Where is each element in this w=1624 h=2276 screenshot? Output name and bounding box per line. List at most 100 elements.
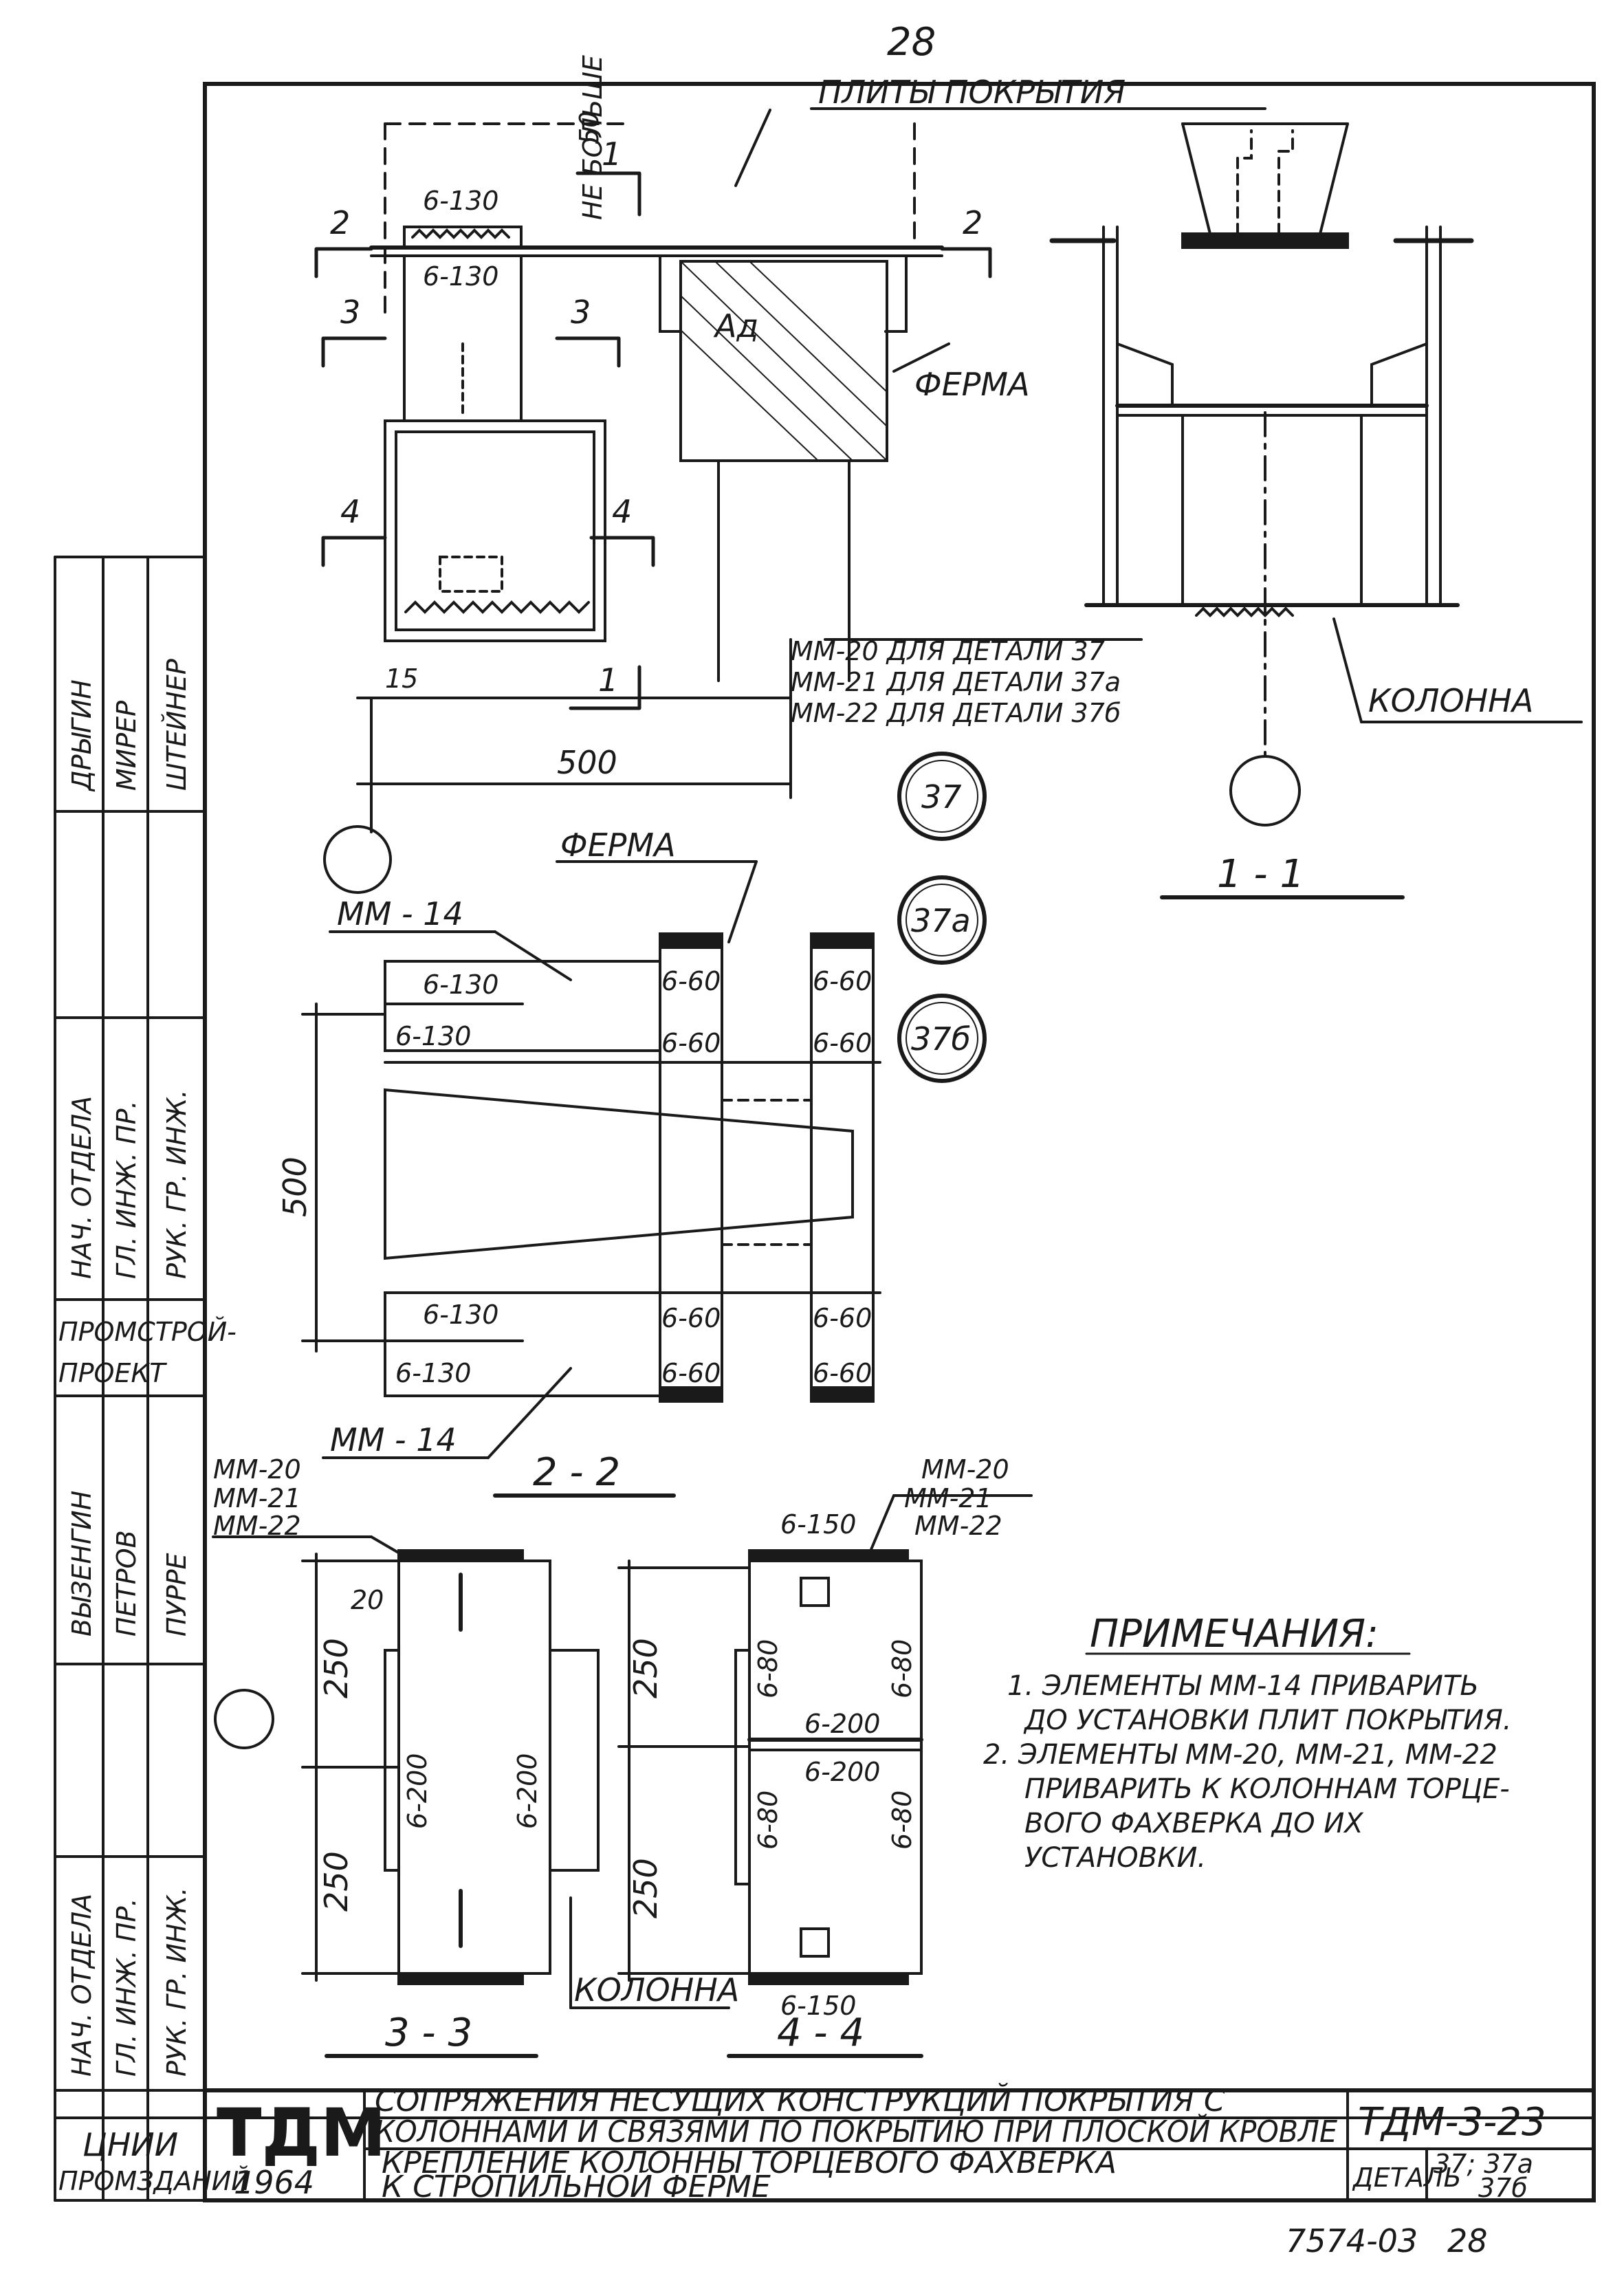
section-3-3-title: 3 - 3 bbox=[385, 2011, 472, 2055]
weld-6-60-b: 6-60 bbox=[813, 966, 872, 996]
mm20-note: ММ-20 ДЛЯ ДЕТАЛИ 37 bbox=[791, 636, 1105, 666]
detail-circle-37 bbox=[897, 752, 987, 841]
sheet-code-bottom-2: 28 bbox=[1447, 2222, 1488, 2259]
section-3-3 bbox=[212, 1535, 600, 2058]
weld-6-130-under: 6-130 bbox=[423, 261, 498, 292]
mm22-4-4: ММ-22 bbox=[914, 1511, 1002, 1541]
notes-title: ПРИМЕЧАНИЯ: bbox=[1090, 1612, 1379, 1656]
weld-6-200-3-3-b: 6-200 bbox=[512, 1753, 542, 1829]
dim-500-2-2: 500 bbox=[276, 1157, 314, 1217]
sheet-code-bottom: 7574-03 bbox=[1286, 2222, 1418, 2259]
weld-6-130-2-2-c: 6-130 bbox=[423, 1300, 498, 1330]
note-line-5: ВОГО ФАХВЕРКА ДО ИХ bbox=[1024, 1808, 1364, 1839]
dim-15: 15 bbox=[385, 664, 418, 694]
tb-subtitle-2: К СТРОПИЛЬНОЙ ФЕРМЕ bbox=[382, 2168, 771, 2204]
detail-mark-37: 37 bbox=[921, 778, 962, 816]
truss-label-2-2: ФЕРМА bbox=[560, 827, 676, 864]
cut-1-bottom: 1 bbox=[598, 661, 618, 699]
cut-2-left: 2 bbox=[330, 204, 350, 241]
note-line-6: УСТАНОВКИ. bbox=[1024, 1842, 1206, 1874]
mm20-4-4: ММ-20 bbox=[921, 1454, 1009, 1485]
title-block bbox=[54, 2088, 1596, 2202]
side-role-5: ГЛ. ИНЖ. ПР. bbox=[111, 1898, 142, 2077]
mm21-4-4: ММ-21 bbox=[904, 1483, 992, 1513]
gap-50: 50 bbox=[574, 111, 604, 144]
cut-1-top: 1 bbox=[602, 135, 622, 173]
tb-detail-label: ДЕТАЛЬ bbox=[1352, 2163, 1462, 2193]
side-name-1: ДРЫГИН bbox=[67, 679, 97, 792]
section-1-1 bbox=[1049, 122, 1583, 899]
note-line-4: ПРИВАРИТЬ К КОЛОННАМ ТОРЦЕ- bbox=[1024, 1773, 1510, 1805]
truss-ad-label: Ад bbox=[713, 307, 758, 344]
top-view bbox=[314, 107, 1266, 833]
section-4-4 bbox=[569, 1494, 1033, 2058]
weld-6-130-2-2-a: 6-130 bbox=[423, 970, 498, 1000]
cut-4-right: 4 bbox=[612, 493, 632, 530]
weld-6-60-e: 6-60 bbox=[661, 1303, 721, 1333]
tb-org-1: ЦНИИ bbox=[83, 2126, 178, 2163]
weld-6-60-a: 6-60 bbox=[661, 966, 721, 996]
roof-slabs-label: ПЛИТЫ ПОКРЫТИЯ bbox=[818, 74, 1126, 111]
dim-500-top: 500 bbox=[557, 744, 617, 781]
weld-6-200-4-4-a: 6-200 bbox=[804, 1709, 880, 1739]
cut-4-left: 4 bbox=[340, 493, 360, 530]
section-2-2-title: 2 - 2 bbox=[533, 1450, 620, 1495]
side-role-2: ГЛ. ИНЖ. ПР. bbox=[111, 1100, 142, 1279]
weld-6-80-d: 6-80 bbox=[887, 1791, 917, 1850]
side-name-2: МИРЕР bbox=[111, 701, 142, 791]
mm22-3-3: ММ-22 bbox=[213, 1511, 301, 1541]
dim-250-4-4-b: 250 bbox=[627, 1858, 664, 1918]
not-more-label: НЕ БОЛЬШЕ bbox=[578, 55, 608, 220]
section-4-4-title: 4 - 4 bbox=[777, 2011, 864, 2055]
column-label-4-4: КОЛОННА bbox=[574, 1971, 739, 2009]
weld-6-150-top: 6-150 bbox=[780, 1509, 856, 1540]
dim-250-3-3-b: 250 bbox=[318, 1851, 355, 1912]
weld-6-60-d: 6-60 bbox=[813, 1028, 872, 1058]
section-1-1-title: 1 - 1 bbox=[1217, 852, 1304, 897]
side-role-3: РУК. ГР. ИНЖ. bbox=[162, 1090, 192, 1279]
mm20-3-3: ММ-20 bbox=[213, 1454, 301, 1485]
tb-doc-code: ТДМ-3-23 bbox=[1358, 2100, 1546, 2145]
weld-6-150-bottom: 6-150 bbox=[780, 1991, 856, 2021]
mm21-note: ММ-21 ДЛЯ ДЕТАЛИ 37а bbox=[791, 667, 1121, 697]
tb-subtitle-1: КРЕПЛЕНИЕ КОЛОННЫ ТОРЦЕВОГО ФАХВЕРКА bbox=[382, 2145, 1117, 2180]
tb-title-2: КОЛОННАМИ И СВЯЗЯМИ ПО ПОКРЫТИЮ ПРИ ПЛОС… bbox=[375, 2113, 1337, 2149]
tb-detail-no-2: 37б bbox=[1478, 2173, 1528, 2203]
weld-6-60-g: 6-60 bbox=[661, 1358, 721, 1388]
weld-6-130-2-2-b: 6-130 bbox=[395, 1021, 471, 1051]
cut-2-right: 2 bbox=[963, 204, 983, 241]
detail-circle-1-1 bbox=[1229, 755, 1301, 827]
cut-3-right: 3 bbox=[571, 294, 591, 331]
mm14-bottom: ММ - 14 bbox=[330, 1421, 457, 1458]
section-2-2 bbox=[301, 860, 881, 1498]
tb-detail-no-1: 37; 37а bbox=[1434, 2149, 1533, 2179]
side-org-2: ПРОЕКТ bbox=[58, 1358, 167, 1388]
note-line-1: 1. ЭЛЕМЕНТЫ ММ-14 ПРИВАРИТЬ bbox=[1007, 1670, 1479, 1702]
detail-circle-37b bbox=[897, 994, 987, 1083]
weld-6-130-top: 6-130 bbox=[423, 186, 498, 216]
tb-org-2: ПРОМЗДАНИЙ bbox=[58, 2166, 251, 2196]
detail-circle-3-3 bbox=[214, 1689, 274, 1749]
mm21-3-3: ММ-21 bbox=[213, 1483, 301, 1513]
detail-mark-37a: 37а bbox=[911, 902, 971, 939]
weld-6-80-a: 6-80 bbox=[753, 1639, 783, 1698]
mm22-note: ММ-22 ДЛЯ ДЕТАЛИ 37б bbox=[791, 698, 1121, 728]
side-role-6: РУК. ГР. ИНЖ. bbox=[162, 1887, 192, 2077]
tb-series-mark: ТДМ bbox=[217, 2094, 386, 2171]
weld-6-130-2-2-d: 6-130 bbox=[395, 1358, 471, 1388]
side-role-1: НАЧ. ОТДЕЛА bbox=[67, 1096, 97, 1279]
side-name-4: ВЫЗЕНГИН bbox=[67, 1491, 97, 1637]
dim-250-3-3-a: 250 bbox=[318, 1638, 355, 1698]
tb-title-1: СОПРЯЖЕНИЯ НЕСУЩИХ КОНСТРУКЦИЙ ПОКРЫТИЯ … bbox=[375, 2082, 1225, 2119]
drawing-frame bbox=[203, 82, 1596, 2202]
truss-label-top: ФЕРМА bbox=[914, 366, 1030, 403]
weld-6-200-4-4-b: 6-200 bbox=[804, 1757, 880, 1787]
detail-mark-37b: 37б bbox=[911, 1020, 971, 1058]
note-line-2: ДО УСТАНОВКИ ПЛИТ ПОКРЫТИЯ. bbox=[1023, 1705, 1512, 1736]
weld-6-80-b: 6-80 bbox=[887, 1639, 917, 1698]
note-line-3: 2. ЭЛЕМЕНТЫ ММ-20, ММ-21, ММ-22 bbox=[983, 1739, 1497, 1771]
weld-6-60-h: 6-60 bbox=[813, 1358, 872, 1388]
side-name-6: ПУРРЕ bbox=[162, 1553, 192, 1637]
